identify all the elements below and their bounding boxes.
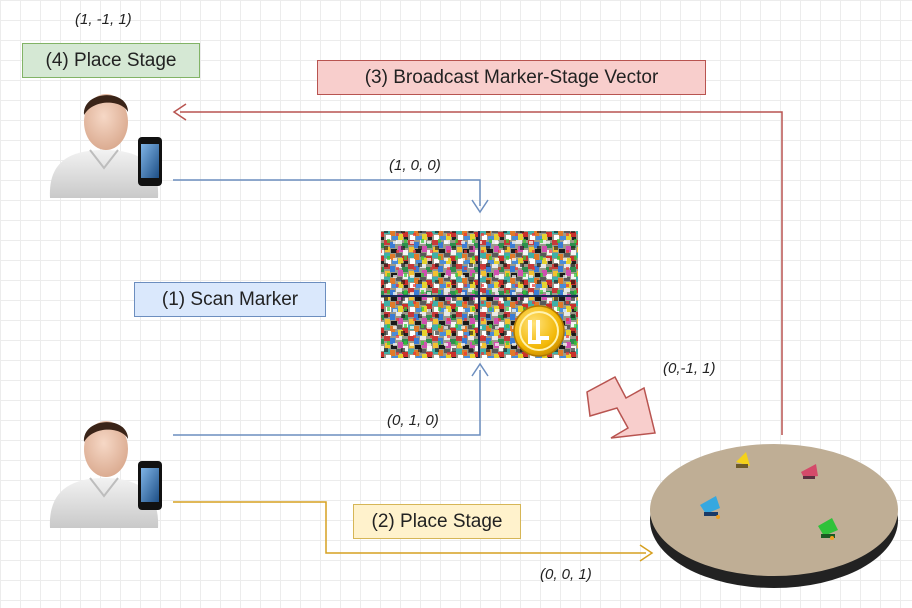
- ar-stage-icon: [650, 444, 898, 588]
- coord-to-marker-bottom: (0, 1, 0): [387, 412, 439, 429]
- coord-to-marker-top: (1, 0, 0): [389, 157, 441, 174]
- red-robot-icon: [801, 464, 818, 479]
- coin-logo-icon: [513, 305, 565, 357]
- coord-stage: (0,-1, 1): [663, 360, 716, 377]
- arrow-place-stage: [173, 501, 646, 554]
- step-4-place-stage-label: (4) Place Stage: [22, 43, 200, 78]
- user-top-with-phone-icon: [49, 94, 162, 198]
- noise-marker-image: [381, 231, 578, 358]
- user-bottom-with-phone-icon: [49, 421, 162, 528]
- arrow-user-top-to-marker: [173, 179, 481, 206]
- arrowhead-broadcast: [172, 103, 187, 121]
- yellow-robot-icon: [736, 452, 750, 468]
- arrowhead-marker-top: [471, 199, 489, 214]
- step-2-place-stage-label: (2) Place Stage: [353, 504, 521, 539]
- coord-top-user: (1, -1, 1): [75, 11, 132, 28]
- green-robot-icon: [818, 518, 838, 540]
- block-arrow-marker-to-stage: [586, 375, 656, 439]
- arrowhead-marker-bottom: [471, 362, 489, 377]
- step-3-broadcast-label: (3) Broadcast Marker-Stage Vector: [317, 60, 706, 95]
- arrowhead-place-stage: [639, 544, 654, 562]
- step-1-scan-marker-label: (1) Scan Marker: [134, 282, 326, 317]
- blue-robot-icon: [700, 496, 720, 519]
- arrow-user-bottom-to-marker: [173, 370, 481, 436]
- arrow-broadcast: [180, 111, 783, 435]
- coord-to-stage: (0, 0, 1): [540, 566, 592, 583]
